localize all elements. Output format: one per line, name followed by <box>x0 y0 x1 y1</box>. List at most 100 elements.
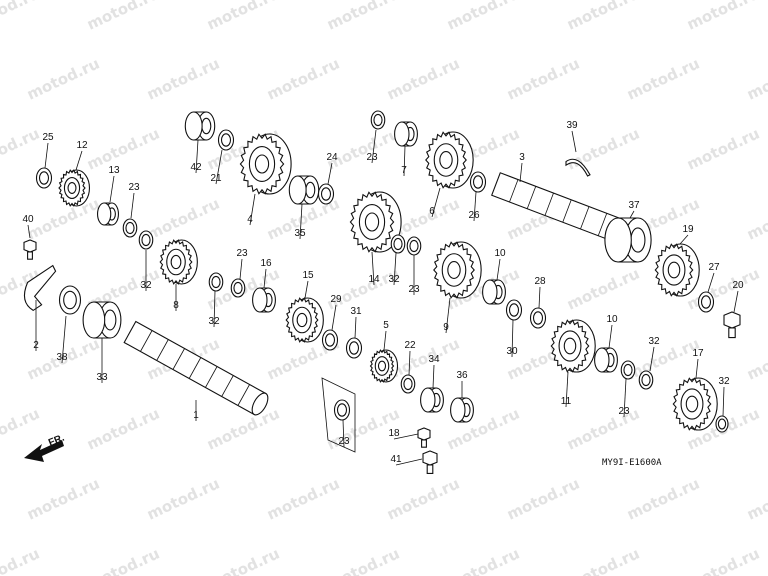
leader-line <box>511 319 514 358</box>
leader-line <box>383 330 387 351</box>
watermark-text: motod.ru <box>84 124 162 173</box>
part-28-washer-icon <box>529 307 547 329</box>
part-13-bushing-icon <box>97 202 119 226</box>
part-number-label: 39 <box>566 120 578 131</box>
leader-line <box>395 458 423 466</box>
part-4-gear-icon <box>239 133 292 195</box>
drawing-code: MY9I-E1600A <box>602 458 662 468</box>
watermark-text: motod.ru <box>264 474 342 523</box>
part-number-label: 19 <box>682 224 694 235</box>
leader-line <box>496 258 501 281</box>
watermark-text: motod.ru <box>684 124 762 173</box>
watermark-text: motod.ru <box>684 0 762 34</box>
watermark-text: motod.ru <box>564 404 642 453</box>
leader-line <box>327 162 333 185</box>
watermark-text: motod.ru <box>564 264 642 313</box>
part-number-label: 17 <box>692 348 704 359</box>
part-19-sprocket-icon <box>654 243 700 297</box>
watermark-text: motod.ru <box>744 334 768 383</box>
part-number-label: 12 <box>76 140 88 151</box>
part-35-needle-bearing-icon <box>288 175 320 205</box>
extras-layer: FR. MY9I-E1600A <box>24 377 662 468</box>
leader-line <box>408 350 411 376</box>
part-number-label: 23 <box>618 406 630 417</box>
watermark-text: motod.ru <box>84 0 162 34</box>
part-number-label: 15 <box>302 270 314 281</box>
watermark-text: motod.ru <box>504 474 582 523</box>
part-number-label: 13 <box>108 165 120 176</box>
leader-line <box>371 251 375 286</box>
part-25-washer-icon <box>35 167 53 189</box>
leader-line <box>733 290 739 313</box>
part-23-washer-icon <box>230 278 246 298</box>
part-40-bolt-icon <box>23 239 37 260</box>
part-number-label: 32 <box>648 336 660 347</box>
part-24-washer-icon <box>317 183 335 205</box>
watermark-text: motod.ru <box>744 194 768 243</box>
part-18-bolt-icon <box>417 427 431 448</box>
leader-line <box>75 150 83 171</box>
leader-line <box>304 280 309 299</box>
watermark-text: motod.ru <box>504 54 582 103</box>
part-number-label: 4 <box>247 214 253 225</box>
part-number-label: 29 <box>330 294 342 305</box>
leader-line <box>403 145 406 177</box>
watermark-text: motod.ru <box>384 54 462 103</box>
watermark-text: motod.ru <box>564 544 642 576</box>
watermark-text: motod.ru <box>144 54 222 103</box>
part-number-label: 20 <box>732 280 744 291</box>
part-6-gear-icon <box>425 131 474 189</box>
watermark-text: motod.ru <box>324 544 402 576</box>
leader-line <box>393 252 397 286</box>
leader-line <box>342 419 345 448</box>
part-number-label: 25 <box>42 132 54 143</box>
part-number-label: 34 <box>428 354 440 365</box>
part-33-bearing-icon <box>82 301 122 339</box>
part-number-label: 23 <box>338 436 350 447</box>
part-number-label: 21 <box>210 173 222 184</box>
part-number-label: 7 <box>401 165 407 176</box>
part-number-label: 35 <box>294 228 306 239</box>
part-16-bushing-icon <box>252 287 276 313</box>
part-number-label: 9 <box>443 322 449 333</box>
part-number-label: 10 <box>494 248 506 259</box>
front-label: FR. <box>47 432 66 448</box>
part-number-label: 32 <box>208 316 220 327</box>
part-number-label: 6 <box>429 206 435 217</box>
leader-line <box>473 191 477 222</box>
part-number-label: 23 <box>128 182 140 193</box>
watermark-text: motod.ru <box>624 334 702 383</box>
watermark-text: motod.ru <box>384 474 462 523</box>
leader-line <box>649 346 655 372</box>
leader-line <box>109 175 115 203</box>
leader-line <box>722 386 725 417</box>
leader-line <box>538 286 541 309</box>
watermark-text: motod.ru <box>84 544 162 576</box>
leader-line <box>249 193 256 226</box>
leader-line <box>679 234 689 245</box>
part-30-circlip-icon <box>505 299 523 321</box>
part-number-label: 32 <box>388 274 400 285</box>
watermark-text: motod.ru <box>0 0 42 34</box>
part-34-bushing-icon <box>420 387 444 413</box>
watermark-text: motod.ru <box>204 544 282 576</box>
part-36-bushing-icon <box>450 397 474 423</box>
part-number-label: 22 <box>404 340 416 351</box>
part-23-washer-icon <box>122 218 138 238</box>
part-number-label: 14 <box>368 274 380 285</box>
watermark-text: motod.ru <box>144 194 222 243</box>
watermark-text: motod.ru <box>204 404 282 453</box>
part-number-label: 2 <box>33 340 39 351</box>
part-number-label: 41 <box>390 454 402 465</box>
part-17-gear-icon <box>672 377 718 431</box>
part-number-label: 23 <box>408 284 420 295</box>
watermark-text: motod.ru <box>624 474 702 523</box>
part-2-set-plate-icon <box>23 264 57 312</box>
part-number-label: 3 <box>519 152 525 163</box>
leader-line <box>629 210 635 219</box>
watermark-text: motod.ru <box>0 404 42 453</box>
part-number-label: 30 <box>506 346 518 357</box>
watermark-text: motod.ru <box>624 54 702 103</box>
part-32-circlip-icon <box>715 415 729 433</box>
